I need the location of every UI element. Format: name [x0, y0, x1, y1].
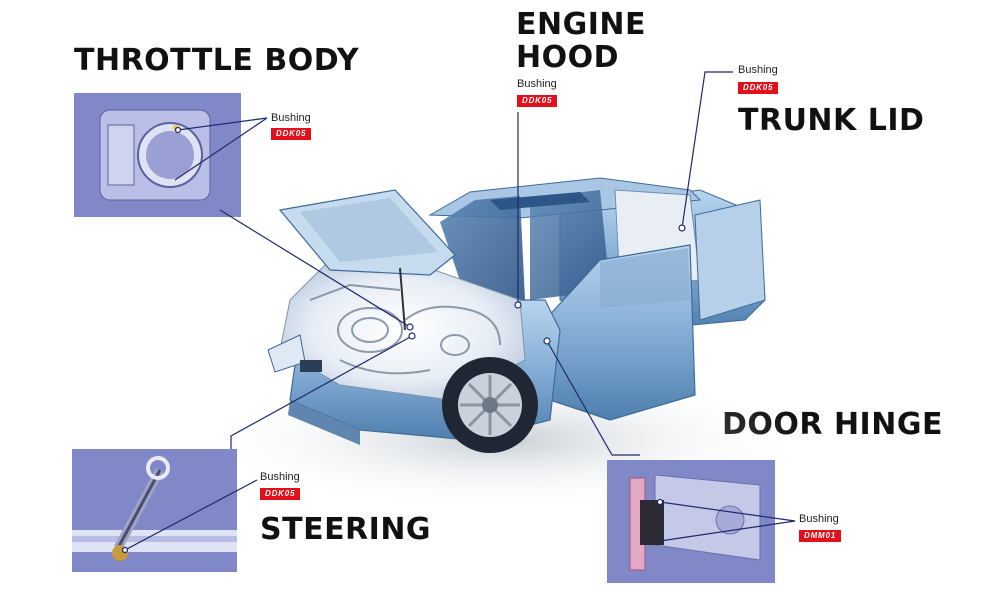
steering-photo — [72, 449, 237, 572]
trunk-lid-heading: TRUNK LID — [738, 103, 925, 138]
hood-bushing-code: DDK05 — [517, 95, 558, 107]
throttle-bushing-label: Bushing — [271, 112, 311, 124]
throttle-body-photo — [74, 93, 241, 217]
connection-dots — [121, 126, 686, 554]
trunk-bushing-label: Bushing — [738, 64, 778, 76]
throttle-bushing-code: DDK05 — [271, 128, 312, 140]
hinge-bushing-code: DMM01 — [799, 530, 842, 542]
trunk-bushing-code: DDK05 — [738, 82, 779, 94]
engine-hood-heading-line1: ENGINE — [516, 7, 646, 42]
throttle-body-heading: THROTTLE BODY — [74, 43, 360, 78]
car-illustration — [267, 177, 766, 453]
steering-bushing-code: DDK05 — [260, 488, 301, 500]
steering-heading: STEERING — [260, 512, 432, 547]
hinge-bushing-label: Bushing — [799, 513, 839, 525]
door-hinge-photo — [607, 460, 775, 583]
steering-bushing-label: Bushing — [260, 471, 300, 483]
hood-bushing-label: Bushing — [517, 78, 557, 90]
engine-hood-heading-line2: HOOD — [516, 40, 620, 75]
leader-lines — [124, 71, 796, 551]
